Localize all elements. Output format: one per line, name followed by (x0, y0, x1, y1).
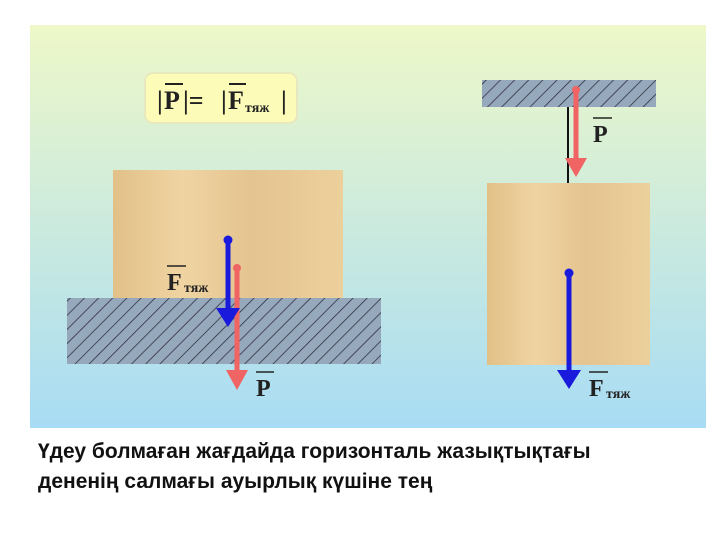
svg-text:|: | (157, 86, 163, 115)
svg-text:|=: |= (183, 86, 204, 115)
ceiling (482, 80, 656, 107)
formula-p: P (164, 86, 180, 115)
caption-line-1: Үдеу болмаған жағдайда горизонталь жазық… (38, 440, 591, 463)
formula-f: F (228, 86, 244, 115)
formula-box: | P |= | F тяж | (144, 72, 298, 124)
weight-label-left: P (256, 376, 271, 402)
svg-text:|: | (281, 86, 287, 115)
gravity-label-right: F (589, 376, 604, 402)
gravity-sub-left: тяж (184, 281, 209, 296)
svg-text:|: | (221, 86, 227, 115)
gravity-arrow-right (557, 268, 581, 389)
table-support (67, 298, 381, 364)
weight-arrow-right (565, 86, 587, 177)
gravity-sub-right: тяж (606, 387, 631, 402)
weight-arrow-left (226, 264, 248, 390)
gravity-arrow-left (216, 235, 240, 327)
caption-line-2: дененің салмағы ауырлық күшіне тең (38, 470, 433, 493)
weight-label-right: P (593, 122, 608, 148)
gravity-label-left: F (167, 270, 182, 296)
formula-f-sub: тяж (245, 101, 270, 116)
